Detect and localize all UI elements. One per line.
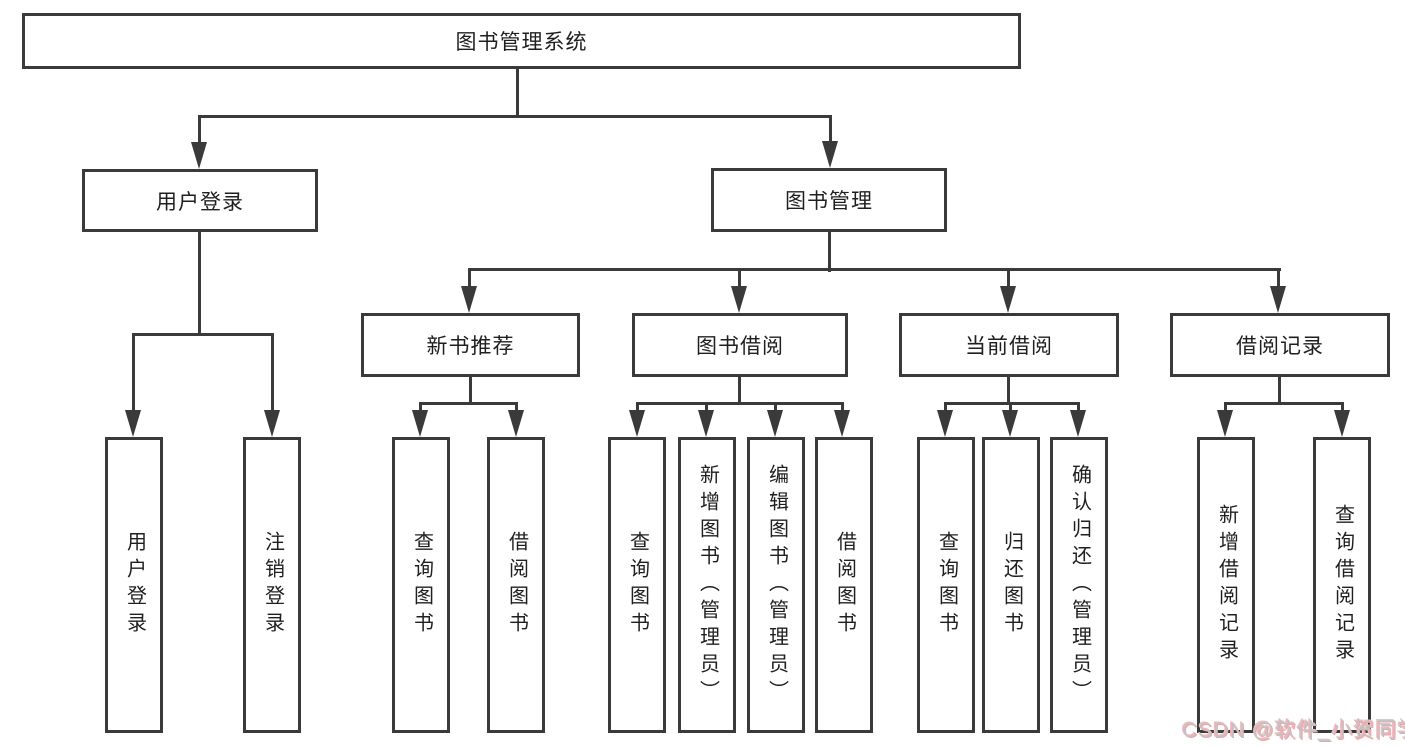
node-user-login: 用户登录 xyxy=(82,169,318,232)
node-label: 编辑图书（管理员） xyxy=(765,463,788,707)
node-label: 当前借阅 xyxy=(965,335,1053,358)
connector-line xyxy=(198,232,201,336)
arrowhead-down-icon xyxy=(822,141,838,168)
connector-line xyxy=(271,333,274,413)
node-label: 借阅图书 xyxy=(505,531,528,639)
connector-line xyxy=(636,402,639,414)
leaf-add-borrow-record: 新增借阅记录 xyxy=(1197,437,1255,733)
connector-line xyxy=(1009,402,1012,414)
leaf-borrow-books-2: 借阅图书 xyxy=(815,437,873,733)
node-label: 图书管理系统 xyxy=(455,31,588,54)
connector-line xyxy=(516,69,519,118)
arrowhead-down-icon xyxy=(629,410,645,437)
arrowhead-down-icon xyxy=(508,410,524,437)
connector-line xyxy=(738,377,741,405)
node-label: 查询图书 xyxy=(410,531,433,639)
arrowhead-down-icon xyxy=(731,286,747,313)
node-label: 查询借阅记录 xyxy=(1331,504,1354,666)
connector-line xyxy=(1007,377,1010,405)
connector-line xyxy=(1341,402,1344,414)
arrowhead-down-icon xyxy=(1217,410,1233,437)
node-label: 确认归还（管理员） xyxy=(1068,463,1091,707)
node-label: 新增图书（管理员） xyxy=(696,463,719,707)
leaf-confirm-return-admin: 确认归还（管理员） xyxy=(1050,437,1108,733)
connector-line xyxy=(469,377,472,405)
node-label: 图书管理 xyxy=(785,190,873,213)
arrowhead-down-icon xyxy=(698,410,714,437)
leaf-query-books-3: 查询图书 xyxy=(917,437,975,733)
leaf-query-borrow-record: 查询借阅记录 xyxy=(1313,437,1371,733)
node-library-management-system: 图书管理系统 xyxy=(22,13,1021,69)
connector-line xyxy=(132,333,274,336)
arrowhead-down-icon xyxy=(125,410,141,437)
connector-line xyxy=(198,115,831,118)
connector-line xyxy=(468,268,1281,271)
leaf-query-books-1: 查询图书 xyxy=(392,437,450,733)
connector-line xyxy=(468,268,471,290)
arrowhead-down-icon xyxy=(1070,410,1086,437)
connector-line xyxy=(944,402,1080,405)
leaf-user-login: 用户登录 xyxy=(105,437,163,733)
node-label: 查询图书 xyxy=(626,531,649,639)
node-new-book-recommendation: 新书推荐 xyxy=(361,313,580,377)
connector-line xyxy=(1224,402,1344,405)
connector-line xyxy=(198,115,201,145)
connector-line xyxy=(419,402,518,405)
node-label: 借阅图书 xyxy=(833,531,856,639)
connector-line xyxy=(1077,402,1080,414)
connector-line xyxy=(1278,377,1281,405)
node-label: 借阅记录 xyxy=(1236,335,1324,358)
watermark: CSDN @软件_小贺同学 xyxy=(1182,719,1405,742)
arrowhead-down-icon xyxy=(191,142,207,169)
arrowhead-down-icon xyxy=(937,410,953,437)
connector-line xyxy=(705,402,708,414)
node-label: 注销登录 xyxy=(261,531,284,639)
arrowhead-down-icon xyxy=(834,410,850,437)
connector-line xyxy=(636,402,844,405)
connector-line xyxy=(944,402,947,414)
connector-line xyxy=(774,402,777,414)
leaf-return-books: 归还图书 xyxy=(982,437,1040,733)
node-book-management: 图书管理 xyxy=(711,168,947,232)
connector-line xyxy=(738,268,741,290)
arrowhead-down-icon xyxy=(767,410,783,437)
arrowhead-down-icon xyxy=(264,410,280,437)
node-label: 用户登录 xyxy=(123,531,146,639)
connector-line xyxy=(515,402,518,414)
arrowhead-down-icon xyxy=(1334,410,1350,437)
connector-line xyxy=(1224,402,1227,414)
leaf-borrow-books-1: 借阅图书 xyxy=(487,437,545,733)
node-label: 归还图书 xyxy=(1000,531,1023,639)
connector-line xyxy=(1007,268,1010,290)
arrowhead-down-icon xyxy=(1002,410,1018,437)
leaf-query-books-2: 查询图书 xyxy=(608,437,666,733)
connector-line xyxy=(1277,268,1280,290)
node-current-borrowing: 当前借阅 xyxy=(899,313,1119,377)
node-book-borrowing: 图书借阅 xyxy=(632,313,848,377)
connector-line xyxy=(829,115,832,143)
connector-line xyxy=(828,232,831,272)
arrowhead-down-icon xyxy=(1000,286,1016,313)
node-label: 新书推荐 xyxy=(426,335,515,358)
arrowhead-down-icon xyxy=(412,410,428,437)
arrowhead-down-icon xyxy=(461,286,477,313)
leaf-logout: 注销登录 xyxy=(243,437,301,733)
node-label: 新增借阅记录 xyxy=(1215,504,1238,666)
leaf-add-books-admin: 新增图书（管理员） xyxy=(678,437,736,733)
connector-line xyxy=(132,333,135,413)
node-label: 用户登录 xyxy=(156,190,244,214)
connector-line xyxy=(841,402,844,414)
node-label: 查询图书 xyxy=(935,531,958,639)
leaf-edit-books-admin: 编辑图书（管理员） xyxy=(747,437,805,733)
arrowhead-down-icon xyxy=(1270,286,1286,313)
node-borrowing-records: 借阅记录 xyxy=(1170,313,1390,377)
connector-line xyxy=(419,402,422,414)
node-label: 图书借阅 xyxy=(696,335,784,358)
